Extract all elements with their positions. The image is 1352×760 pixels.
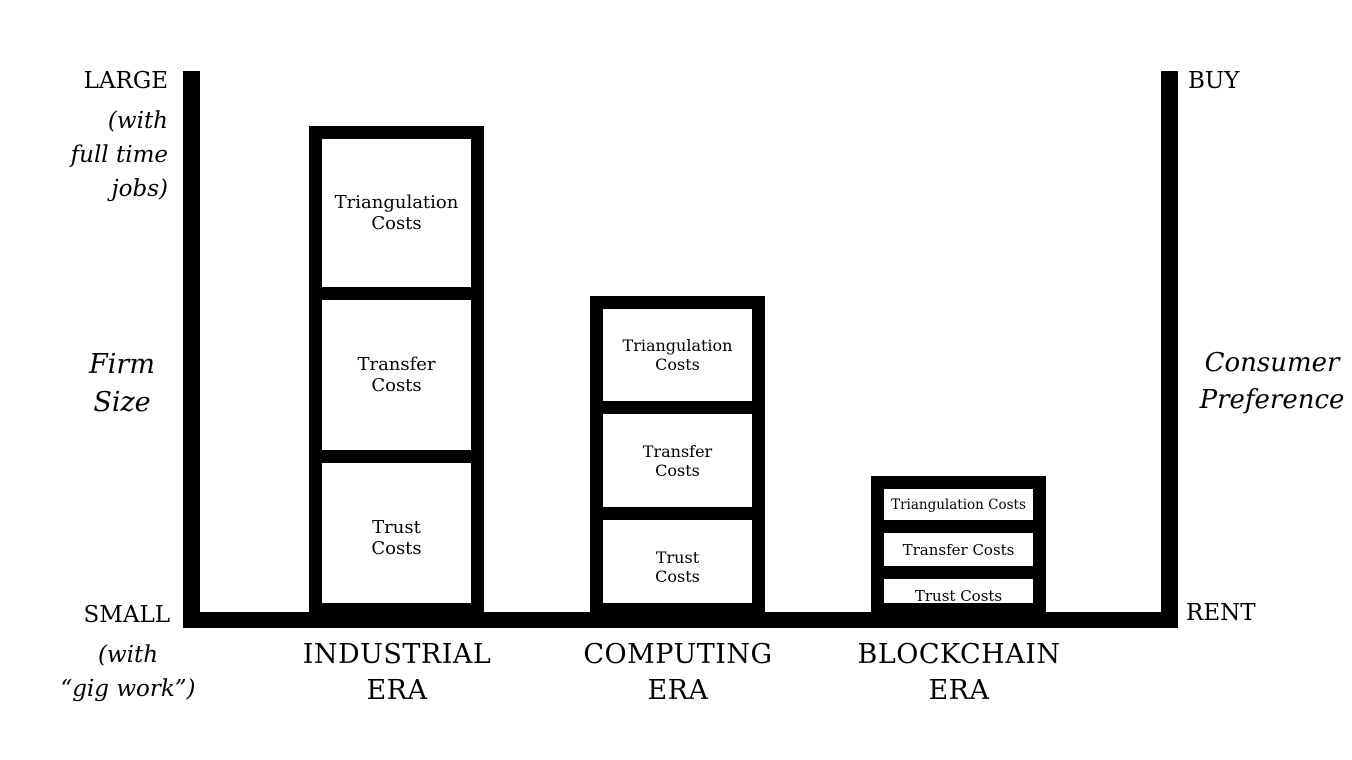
- left-axis-bottom-label: SMALL: [83, 602, 170, 628]
- computing-separator-2: [590, 507, 765, 520]
- industrial-separator-2: [309, 450, 484, 463]
- left-axis-line: [183, 71, 200, 628]
- blockchain-separator-1: [871, 520, 1046, 533]
- left-axis-top-sub: (with full time jobs): [70, 108, 168, 202]
- left-axis-title: Firm Size: [89, 349, 155, 418]
- baseline: [183, 612, 1178, 628]
- blockchain-transfer-costs: Transfer Costs: [902, 540, 1015, 559]
- blockchain-triangulation-costs: Triangulation Costs: [891, 496, 1026, 513]
- industrial-separator-1: [309, 287, 484, 300]
- blockchain-stack-frame: [871, 476, 1046, 616]
- right-axis-line: [1161, 71, 1178, 628]
- blockchain-separator-2: [871, 566, 1046, 579]
- computing-separator-1: [590, 401, 765, 414]
- blockchain-trust-costs: Trust Costs: [914, 587, 1003, 605]
- computing-stack-frame: [590, 296, 765, 616]
- right-axis-title: Consumer Preference: [1199, 348, 1345, 415]
- blockchain-era-stack: Triangulation Costs Transfer Costs Trust…: [871, 476, 1046, 616]
- left-axis-bottom-sub: (with “gig work”): [60, 642, 196, 702]
- industrial-stack-frame: [309, 126, 484, 616]
- left-axis-top-label: LARGE: [83, 68, 168, 94]
- right-axis-top-label: BUY: [1188, 68, 1240, 94]
- right-axis-bottom-label: RENT: [1186, 600, 1256, 626]
